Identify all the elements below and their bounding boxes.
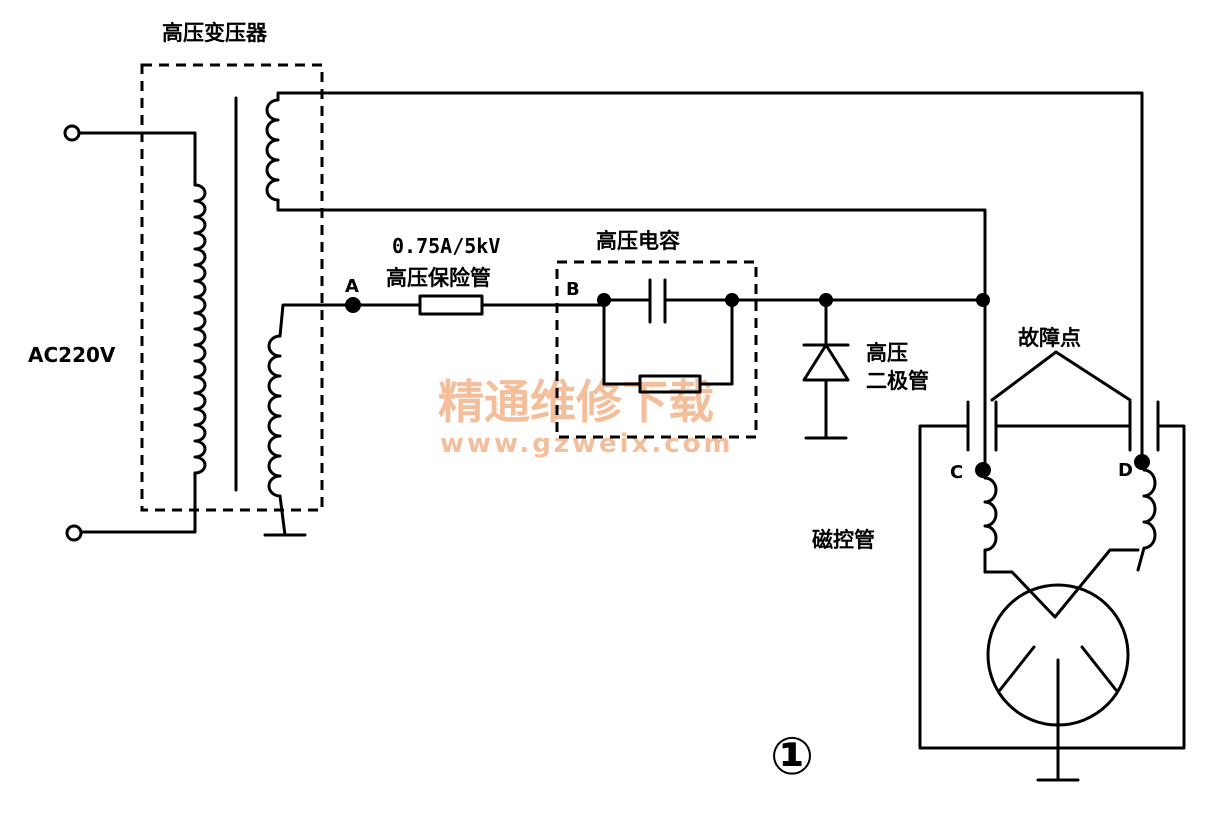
transformer-enclosure	[140, 63, 324, 512]
hv-winding	[267, 334, 282, 498]
primary-wire-bottom	[78, 471, 197, 534]
ac-input-label: AC220V	[28, 343, 116, 367]
hv-wire-ground	[278, 494, 287, 537]
filament-winding	[265, 98, 280, 202]
filament-wire-d	[276, 91, 1144, 464]
node-c-label: C	[950, 462, 963, 483]
bleeder-wire-right	[698, 298, 734, 386]
hv-wire-top	[278, 303, 355, 338]
diode-label-line1: 高压	[866, 341, 908, 365]
primary-wire-top	[78, 131, 197, 187]
bleeder-wire-left	[602, 298, 642, 386]
cathode-node	[976, 293, 990, 307]
fault-point-pointer	[990, 350, 1132, 402]
filament-lead-c	[983, 570, 1057, 619]
fuse-label: 高压保险管	[386, 266, 491, 290]
transformer-label: 高压变压器	[162, 21, 268, 45]
ac-terminal-bottom	[65, 524, 83, 542]
node-c	[975, 462, 991, 478]
node-d-label: D	[1118, 460, 1133, 481]
filament-wire-c	[276, 198, 987, 464]
anode-vane-right	[1080, 645, 1118, 692]
capacitor-label: 高压电容	[596, 229, 680, 253]
anode-vane-left	[998, 645, 1036, 692]
hv-fuse	[418, 294, 484, 316]
watermark-url: www.gzweix.com	[440, 429, 734, 459]
node-d	[1134, 454, 1150, 470]
magnetron-label: 磁控管	[812, 528, 875, 552]
fault-point-label: 故障点	[1018, 326, 1081, 350]
primary-winding	[193, 183, 207, 475]
watermark-title: 精通维修下载	[438, 375, 714, 429]
diode-label-line2: 二极管	[866, 369, 929, 393]
hv-diode	[802, 343, 850, 382]
fuse-rating-label: 0.75A/5kV	[392, 234, 500, 258]
figure-number: ①	[770, 727, 814, 787]
magnetron-enclosure	[918, 424, 1186, 750]
filament-lead-d	[1053, 548, 1140, 619]
filament-coil-c	[983, 476, 998, 574]
filament-coil-d	[1136, 468, 1157, 572]
node-a-label: A	[345, 276, 359, 297]
node-b-label: B	[566, 279, 580, 300]
ac-terminal-top	[63, 124, 81, 142]
